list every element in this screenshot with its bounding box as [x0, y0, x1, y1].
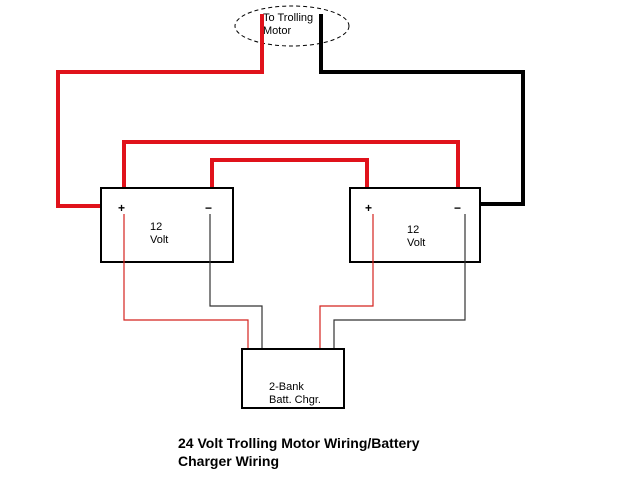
charger-bank2-negative-wire [333, 214, 466, 350]
charger-label-line2: Batt. Chgr. [269, 394, 321, 406]
battery-right-voltage-line1: 12 [407, 224, 419, 236]
charger-label-line1: 2-Bank [269, 381, 304, 393]
battery-left-voltage-line1: 12 [150, 221, 162, 233]
motor-negative-wire [319, 14, 525, 206]
battery-right-positive-terminal: + [365, 201, 372, 215]
motor-label-line1: To Trolling [263, 12, 313, 24]
battery-left [100, 187, 234, 263]
battery-right [349, 187, 481, 263]
battery-left-positive-terminal: + [118, 201, 125, 215]
diagram-caption-line1: 24 Volt Trolling Motor Wiring/Battery [178, 435, 420, 451]
diagram-caption-line2: Charger Wiring [178, 453, 279, 469]
series-link-inner-wire [210, 158, 369, 202]
charger-bank1-negative-wire [209, 214, 263, 350]
motor-positive-wire [56, 14, 264, 208]
charger-bank2-positive-wire [319, 214, 374, 350]
battery-right-negative-terminal: − [454, 201, 461, 215]
series-link-outer-wire [122, 140, 460, 206]
battery-charger [241, 348, 345, 409]
battery-right-voltage-line2: Volt [407, 237, 425, 249]
trolling-motor-ellipse [234, 5, 350, 47]
battery-left-negative-terminal: − [205, 201, 212, 215]
battery-left-voltage-line2: Volt [150, 234, 168, 246]
charger-bank1-positive-wire [123, 214, 249, 350]
motor-label-line2: Motor [263, 25, 291, 37]
